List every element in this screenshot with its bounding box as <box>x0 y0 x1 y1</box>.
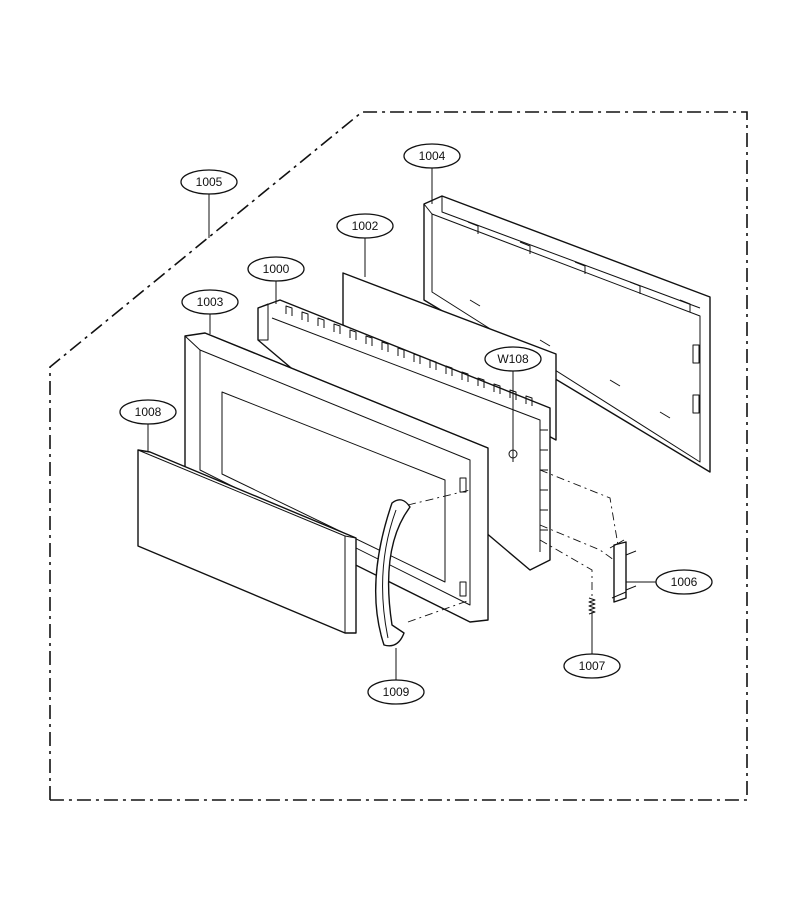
callout-label: 1004 <box>419 149 446 163</box>
callout-label: W108 <box>497 352 529 366</box>
callout-1006: 1006 <box>655 569 713 595</box>
part-latch-1006 <box>609 539 637 603</box>
phantom-assembly-lines <box>407 469 619 623</box>
callout-1003: 1003 <box>181 289 239 315</box>
callout-label: 1003 <box>197 295 224 309</box>
callout-1002: 1002 <box>336 213 394 239</box>
part-spring-1007 <box>588 597 596 615</box>
callout-label: 1005 <box>196 175 223 189</box>
callout-1009: 1009 <box>367 679 425 705</box>
callout-label: 1008 <box>135 405 162 419</box>
callout-label: 1000 <box>263 262 290 276</box>
callout-label: 1009 <box>383 685 410 699</box>
part-glass-panel-1008 <box>137 449 357 634</box>
callout-label: 1007 <box>579 659 606 673</box>
callout-1008: 1008 <box>119 399 177 425</box>
assembly-boundary <box>49 111 748 801</box>
callout-1007: 1007 <box>563 653 621 679</box>
callout-W108: W108 <box>484 346 542 372</box>
callout-label: 1002 <box>352 219 379 233</box>
callout-label: 1006 <box>671 575 698 589</box>
callout-1004: 1004 <box>403 143 461 169</box>
part-frame-1004 <box>423 195 711 473</box>
callout-1000: 1000 <box>247 256 305 282</box>
leader-lines <box>147 167 656 680</box>
callout-1005: 1005 <box>180 169 238 195</box>
